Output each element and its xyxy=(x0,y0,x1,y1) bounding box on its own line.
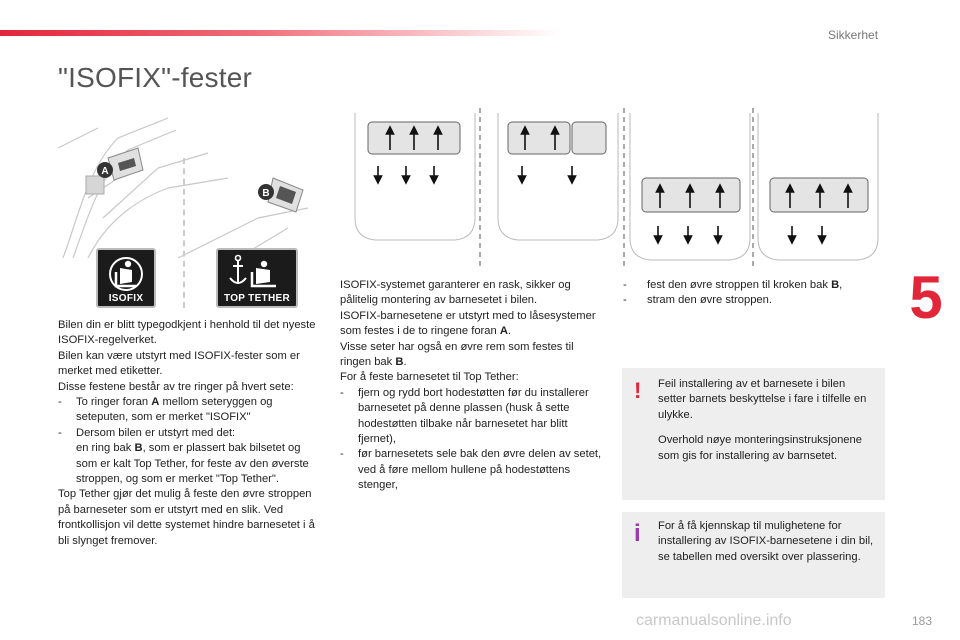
paragraph: For å feste barnesetet til Top Tether: xyxy=(340,371,519,384)
isofix-label-badge: ISOFIX xyxy=(96,248,156,308)
column-3-text: - fest den øvre stroppen til kroken bak … xyxy=(623,278,885,309)
list-item: -før barnesetets sele bak den øvre delen… xyxy=(340,448,602,492)
paragraph: ISOFIX-barnesetene er utstyrt med to lås… xyxy=(340,309,596,338)
info-text: For å få kjennskap til mulighetene for i… xyxy=(658,520,874,563)
anchor-b-hook-icon xyxy=(267,177,304,213)
section-name: Sikkerhet xyxy=(828,28,879,42)
seat-configuration-diagrams xyxy=(354,108,879,268)
paragraph: Visse seter har også en øvre rem som fes… xyxy=(340,340,574,369)
top-tether-label-badge: TOP TETHER xyxy=(216,248,298,308)
isofix-badge-label: ISOFIX xyxy=(108,293,144,304)
watermark: carmanualsonline.info xyxy=(636,612,792,629)
list-item: -stram den øvre stroppen. xyxy=(623,294,772,307)
paragraph: Disse festene består av tre ringer på hv… xyxy=(58,380,294,393)
list-item: - Dersom bilen er utstyrt med det:en rin… xyxy=(58,426,309,486)
child-seat-icon xyxy=(109,257,143,291)
divider-vertical xyxy=(183,158,185,308)
top-tether-badge-label: TOP TETHER xyxy=(224,293,290,304)
anchor-a-hook-icon xyxy=(107,147,144,181)
list-item: -fjern og rydd bort hodestøtten før du i… xyxy=(340,386,589,446)
page-number: 183 xyxy=(912,614,933,628)
svg-text:A: A xyxy=(101,166,108,177)
warning-box: ! Feil installering av et barnesete i bi… xyxy=(622,368,885,500)
info-box: i For å få kjennskap til mulighetene for… xyxy=(622,512,885,598)
column-2-text: ISOFIX-systemet garanterer en rask, sikk… xyxy=(340,278,602,494)
paragraph: Top Tether gjør det mulig å feste den øv… xyxy=(58,488,315,547)
header-accent-bar xyxy=(0,30,560,36)
page-title: "ISOFIX"-fester xyxy=(58,62,253,93)
column-1-text: Bilen din er blitt typegodkjent i henhol… xyxy=(58,318,316,549)
anchor-child-seat-icon xyxy=(229,254,276,288)
warning-text: Overhold nøye monteringsinstruksjonene s… xyxy=(658,434,862,462)
paragraph: Bilen kan være utstyrt med ISOFIX-fester… xyxy=(58,349,300,378)
warning-icon: ! xyxy=(634,378,642,403)
seat-anchor-illustration: A B xyxy=(58,117,309,258)
info-icon: i xyxy=(634,520,641,547)
svg-text:B: B xyxy=(262,188,269,199)
list-item: - fest den øvre stroppen til kroken bak … xyxy=(623,279,843,291)
chapter-number: 5 xyxy=(909,264,943,331)
paragraph: Bilen din er blitt typegodkjent i henhol… xyxy=(58,319,316,347)
paragraph: ISOFIX-systemet garanterer en rask, sikk… xyxy=(340,279,571,307)
list-item: - To ringer foran A mellom seteryggen og… xyxy=(58,396,273,424)
warning-text: Feil installering av et barnesete i bile… xyxy=(658,378,867,421)
